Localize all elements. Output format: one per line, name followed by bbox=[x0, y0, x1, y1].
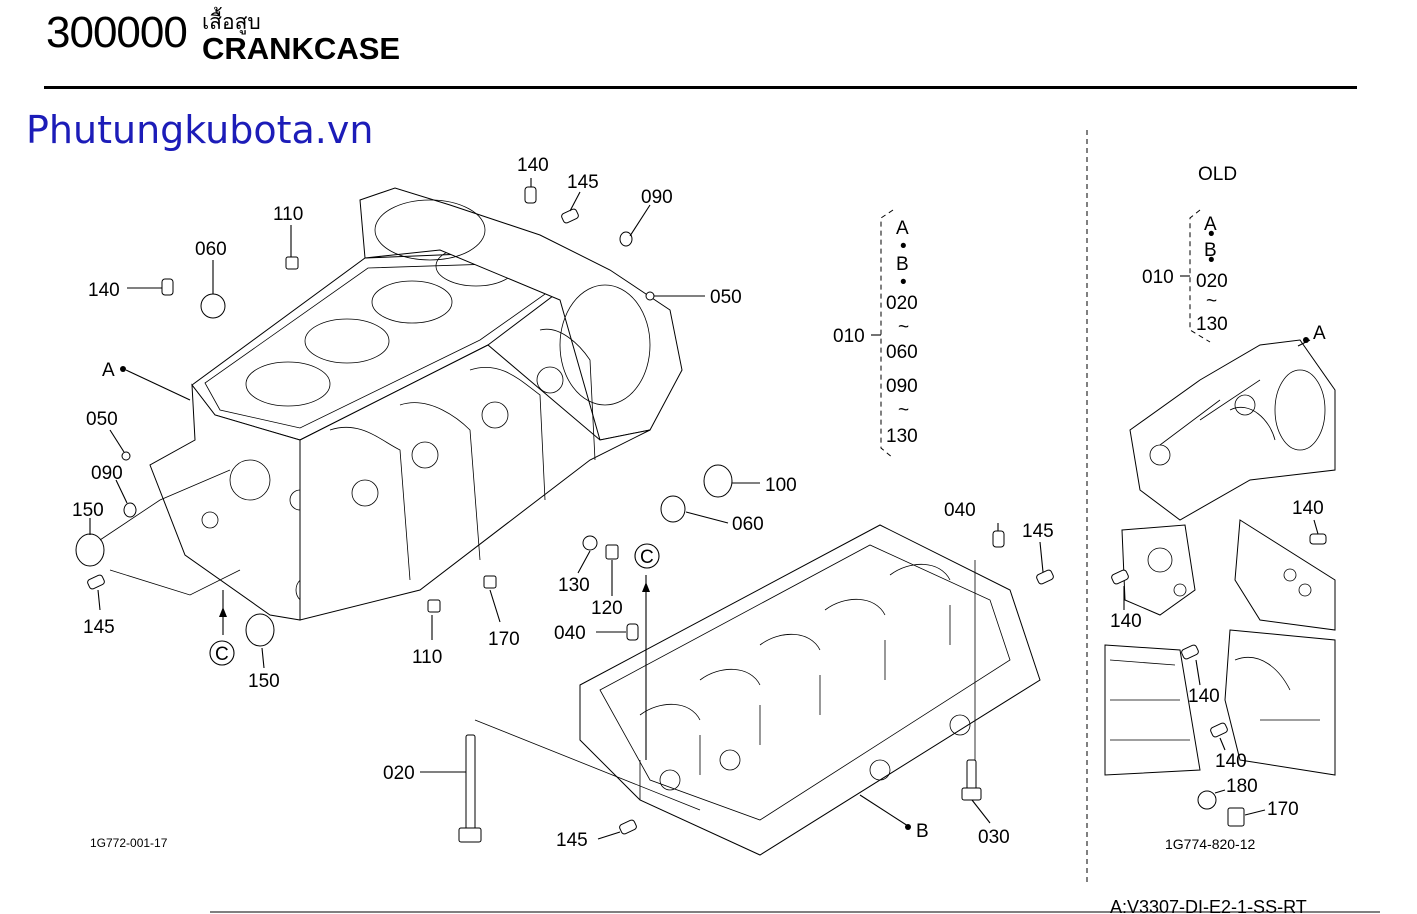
callout-dot bbox=[905, 824, 911, 830]
callout-label: 150 bbox=[72, 500, 104, 521]
svg-text:•: • bbox=[900, 236, 907, 257]
old-callouts: A 140 140 140 140 180 170 bbox=[1110, 323, 1326, 820]
lower-crankcase-drawing bbox=[579, 524, 1041, 856]
callout-label: 110 bbox=[273, 204, 303, 225]
callout-label: 090 bbox=[641, 187, 673, 208]
section-title-thai: เสื้อสูบ bbox=[202, 11, 261, 34]
callout-label: C bbox=[640, 547, 654, 568]
callout-label: 050 bbox=[86, 409, 118, 430]
callout-label: 040 bbox=[944, 500, 976, 521]
callout-label: 145 bbox=[1022, 521, 1054, 542]
callout-label: 145 bbox=[567, 172, 599, 193]
footer-code: A:V3307-DI-E2-1-SS-RT bbox=[1110, 897, 1307, 914]
svg-text:•: • bbox=[1208, 250, 1215, 271]
svg-text:•: • bbox=[900, 272, 907, 293]
callout-label: 140 bbox=[88, 280, 120, 301]
svg-text:010: 010 bbox=[1142, 267, 1174, 288]
callout-label: 030 bbox=[978, 827, 1010, 848]
assembly-bracket: 010 A • B • 020 ~ 060 090 ~ 130 bbox=[833, 209, 918, 459]
arrow-head bbox=[642, 582, 650, 592]
svg-text:B: B bbox=[1204, 240, 1217, 261]
callout-label: 140 bbox=[1110, 611, 1142, 632]
callout-label: A bbox=[1313, 323, 1326, 344]
callout-label: 145 bbox=[556, 830, 588, 851]
callout-label: 140 bbox=[1292, 498, 1324, 519]
svg-text:090: 090 bbox=[886, 376, 918, 397]
svg-text:B: B bbox=[896, 254, 909, 275]
header-rule bbox=[44, 86, 1357, 89]
svg-text:~: ~ bbox=[1206, 291, 1217, 312]
svg-text:A: A bbox=[896, 218, 909, 239]
svg-text:~: ~ bbox=[898, 317, 909, 338]
old-bracket: 010 A • B • 020 ~ 130 bbox=[1142, 209, 1228, 343]
callout-label: 150 bbox=[248, 671, 280, 692]
view-marker-c bbox=[209, 640, 235, 666]
callout-label: 145 bbox=[83, 617, 115, 638]
old-figure-id: 1G774-820-12 bbox=[1165, 836, 1256, 852]
svg-text:060: 060 bbox=[886, 342, 918, 363]
callout-label: A bbox=[102, 360, 115, 381]
svg-text:020: 020 bbox=[1196, 271, 1228, 292]
callout-label: 130 bbox=[558, 575, 590, 596]
callout-label: 090 bbox=[91, 463, 123, 484]
callout-label: 060 bbox=[732, 514, 764, 535]
svg-text:130: 130 bbox=[1196, 314, 1228, 335]
view-marker-c bbox=[634, 543, 660, 569]
svg-text:•: • bbox=[1208, 224, 1215, 245]
callout-label: 170 bbox=[488, 629, 520, 650]
old-heading: OLD bbox=[1198, 164, 1237, 185]
arrow-head bbox=[219, 607, 227, 617]
watermark: Phutungkubota.vn bbox=[26, 108, 374, 152]
svg-text:130: 130 bbox=[886, 426, 918, 447]
section-code: 300000 bbox=[46, 8, 188, 57]
callout-label: C bbox=[215, 644, 229, 665]
callout-label: 180 bbox=[1226, 776, 1258, 797]
main-callouts: 140 145 090 110 060 140 050 A 050 090 15… bbox=[72, 155, 1054, 851]
old-crankcase-drawing bbox=[1104, 339, 1336, 776]
callout-label: 020 bbox=[383, 763, 415, 784]
callout-label: B bbox=[916, 821, 929, 842]
svg-text:A: A bbox=[1204, 214, 1217, 235]
callout-label: 040 bbox=[554, 623, 586, 644]
upper-crankcase-drawing bbox=[149, 187, 683, 621]
callout-label: 050 bbox=[710, 287, 742, 308]
callout-label: 060 bbox=[195, 239, 227, 260]
callout-label: 100 bbox=[765, 475, 797, 496]
section-title: CRANKCASE bbox=[202, 31, 401, 66]
callout-label: 140 bbox=[517, 155, 549, 176]
callout-label: 140 bbox=[1188, 686, 1220, 707]
svg-text:020: 020 bbox=[886, 293, 918, 314]
svg-text:~: ~ bbox=[898, 400, 909, 421]
callout-label: 120 bbox=[591, 598, 623, 619]
svg-text:010: 010 bbox=[833, 326, 865, 347]
figure-id: 1G772-001-17 bbox=[90, 836, 168, 850]
old-small-parts bbox=[1111, 339, 1327, 827]
callout-label: 140 bbox=[1215, 751, 1247, 772]
callout-dot bbox=[120, 366, 126, 372]
callout-label: 110 bbox=[412, 647, 442, 668]
callout-label: 170 bbox=[1267, 799, 1299, 820]
small-parts bbox=[75, 186, 1054, 843]
